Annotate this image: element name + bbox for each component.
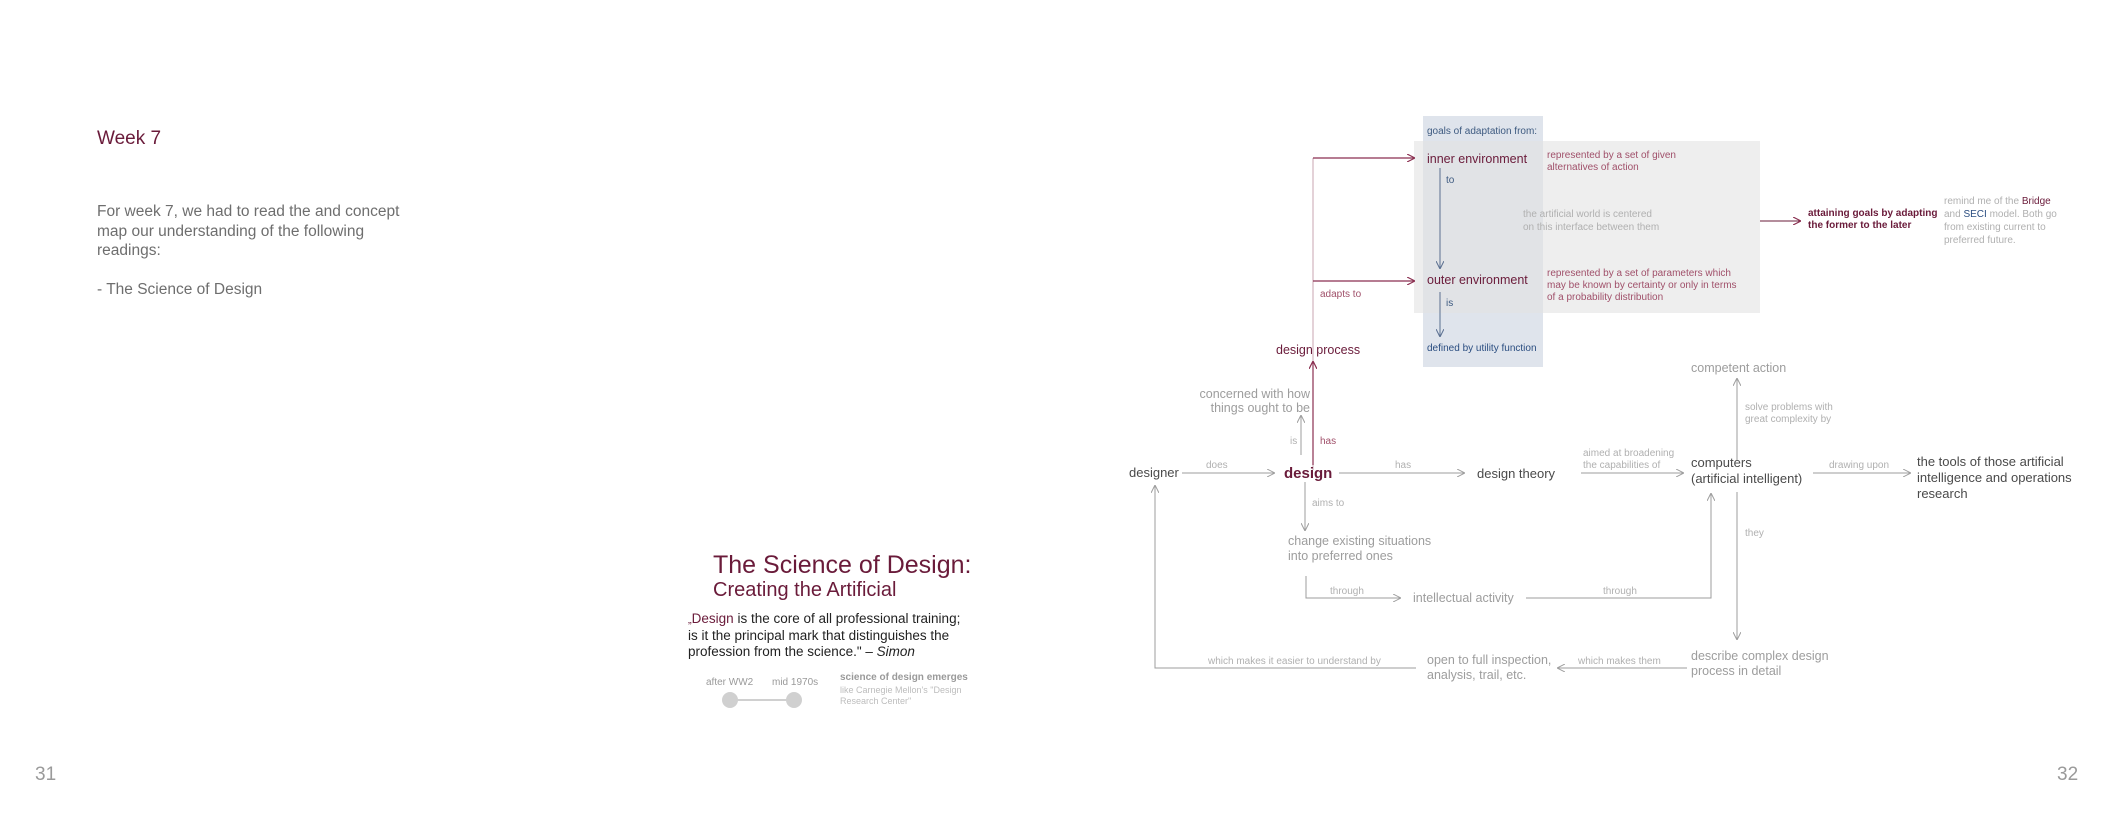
intro-text: For week 7, we had to read the and conce…	[97, 202, 427, 318]
node-designer: designer	[1129, 465, 1180, 480]
reading-item: - The Science of Design	[97, 280, 263, 298]
timeline-label-after-ww2: after WW2	[706, 677, 754, 688]
node-design: design	[1284, 465, 1332, 482]
link-which-easier: which makes it easier to understand by	[1207, 656, 1381, 667]
note-remind-bridge: Bridge	[2022, 196, 2051, 207]
page-number-left: 31	[35, 764, 57, 785]
quote-highlight: Design	[691, 611, 734, 626]
link-aims-to: aims to	[1312, 498, 1345, 509]
note-artificial: on this interface between them	[1523, 222, 1659, 233]
timeline-line	[730, 699, 794, 701]
note-remind-part: model. Both go	[1990, 209, 2058, 220]
link-they: they	[1745, 528, 1764, 539]
note-artificial: the artificial world is centered	[1523, 209, 1652, 220]
note-remind: from existing current to	[1944, 222, 2046, 233]
link-aimed: the capabilities of	[1583, 460, 1660, 471]
link-has-up: has	[1320, 436, 1336, 447]
note-outer: may be known by certainty or only in ter…	[1547, 280, 1737, 291]
node-change: change existing situations	[1288, 534, 1431, 548]
node-concerned: things ought to be	[1211, 401, 1310, 415]
node-competent: competent action	[1691, 361, 1786, 375]
arrow-which-easier	[1155, 486, 1416, 669]
note-remind: preferred future.	[1944, 235, 2016, 246]
node-goals: goals of adaptation from:	[1427, 126, 1537, 137]
node-describe: describe complex design	[1691, 649, 1829, 663]
quote-open-mark: „	[688, 614, 692, 626]
node-change: into preferred ones	[1288, 549, 1393, 563]
link-is: is	[1290, 436, 1297, 447]
node-computers: computers	[1691, 455, 1752, 470]
node-defined: defined by utility function	[1427, 343, 1537, 354]
note-remind: and SECI model. Both go	[1944, 209, 2057, 220]
node-open: analysis, trail, etc.	[1427, 668, 1526, 682]
note-outer: of a probability distribution	[1547, 292, 1663, 303]
note-inner: represented by a set of given	[1547, 150, 1676, 161]
link-through: through	[1330, 586, 1364, 597]
timeline-dot	[786, 692, 802, 708]
note-outer: represented by a set of parameters which	[1547, 268, 1731, 279]
timeline-note-title: science of design emerges	[840, 672, 968, 683]
note-remind-part: remind me of the	[1944, 196, 2019, 207]
book-title: The Science of Design:	[713, 551, 972, 579]
timeline-label-mid-1970s: mid 1970s	[772, 677, 819, 688]
note-remind-seci: SECI	[1963, 209, 1986, 220]
link-has-right: has	[1395, 460, 1411, 471]
node-tools: the tools of those artificial	[1917, 454, 2064, 469]
node-intellectual: intellectual activity	[1413, 591, 1514, 605]
week-title: Week 7	[97, 128, 162, 149]
timeline-dot	[722, 692, 738, 708]
link-adapts: adapts to	[1320, 289, 1362, 300]
note-remind-part: and	[1944, 209, 1961, 220]
intro-paragraph: For week 7, we had to read the and conce…	[97, 203, 400, 259]
arrow-through-1	[1305, 576, 1400, 598]
link-to: to	[1446, 175, 1455, 186]
node-inner: inner environment	[1427, 152, 1528, 166]
link-drawing: drawing upon	[1829, 460, 1889, 471]
book-subtitle: Creating the Artificial	[713, 579, 897, 601]
node-design-theory: design theory	[1477, 466, 1556, 481]
node-concerned: concerned with how	[1200, 387, 1311, 401]
page-number-right: 32	[2057, 764, 2079, 785]
note-inner: alternatives of action	[1547, 162, 1639, 173]
note-remind: remind me of the Bridge	[1944, 196, 2051, 207]
environment-panel	[1414, 141, 1760, 313]
link-is-small: is	[1446, 298, 1453, 309]
link-through: through	[1603, 586, 1637, 597]
link-does: does	[1206, 460, 1228, 471]
node-tools: intelligence and operations	[1917, 470, 2072, 485]
link-solve: solve problems with	[1745, 402, 1833, 413]
node-attaining: the former to the later	[1808, 220, 1911, 231]
arrow-through-2	[1526, 494, 1711, 599]
quote-author: Simon	[876, 644, 915, 659]
node-describe: process in detail	[1691, 664, 1781, 678]
node-attaining: attaining goals by adapting	[1808, 208, 1937, 219]
quote-text: is the core of all professional training…	[688, 611, 961, 659]
node-outer: outer environment	[1427, 273, 1528, 287]
node-computers-ai: (artificial intelligent)	[1691, 471, 1802, 486]
node-tools: research	[1917, 486, 1968, 501]
node-open: open to full inspection,	[1427, 653, 1551, 667]
link-aimed: aimed at broadening	[1583, 448, 1674, 459]
link-which-makes-them: which makes them	[1577, 656, 1661, 667]
timeline-note: like Carnegie Mellon's "Design Research …	[840, 685, 962, 706]
node-design-process: design process	[1276, 343, 1360, 357]
link-solve: great complexity by	[1745, 414, 1831, 425]
quote: „Design is the core of all professional …	[688, 611, 968, 660]
